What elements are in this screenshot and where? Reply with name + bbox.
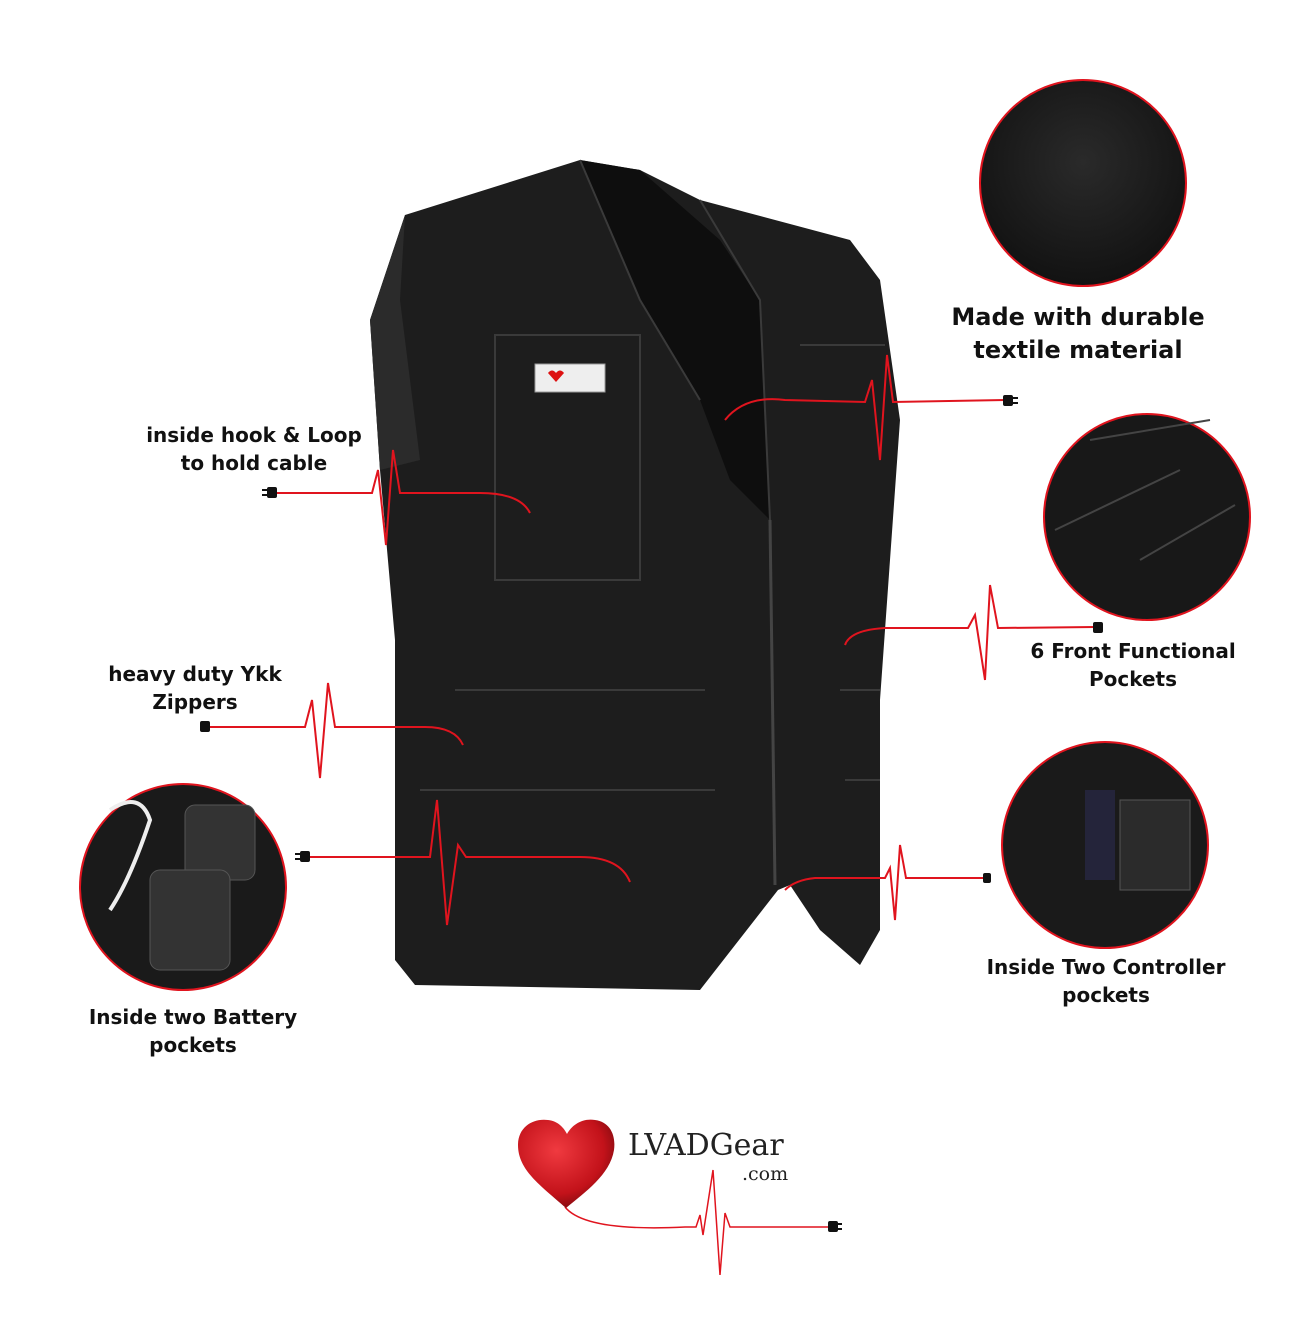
- fabric-detail-image: [979, 79, 1187, 287]
- plug-icon: [1093, 622, 1103, 633]
- logo-name: LVADGear: [628, 1128, 784, 1163]
- callout-line-controller: [784, 844, 985, 921]
- plug-icon: [295, 851, 310, 862]
- callout-line-zippers: [208, 682, 464, 779]
- plug-icons: [200, 395, 1103, 1232]
- callout-line-hook-loop: [275, 449, 531, 546]
- vest-image: [370, 159, 900, 990]
- front-pockets-detail-image: [1043, 413, 1251, 621]
- battery-pockets-detail-image: [79, 783, 287, 991]
- logo-ecg-line: [564, 1169, 835, 1276]
- callout-line-battery: [310, 799, 631, 926]
- callout-line-fabric: [724, 354, 1006, 461]
- plug-icon: [1003, 395, 1018, 406]
- plug-icon: [983, 873, 991, 883]
- plug-icon: [828, 1221, 842, 1232]
- heart-logo-icon: [518, 1119, 615, 1208]
- plug-icon: [262, 487, 277, 498]
- callout-line-pockets: [844, 584, 1096, 681]
- controller-pockets-detail-image: [1001, 741, 1209, 949]
- plug-icon: [200, 721, 210, 732]
- logo-domain: .com: [742, 1163, 789, 1185]
